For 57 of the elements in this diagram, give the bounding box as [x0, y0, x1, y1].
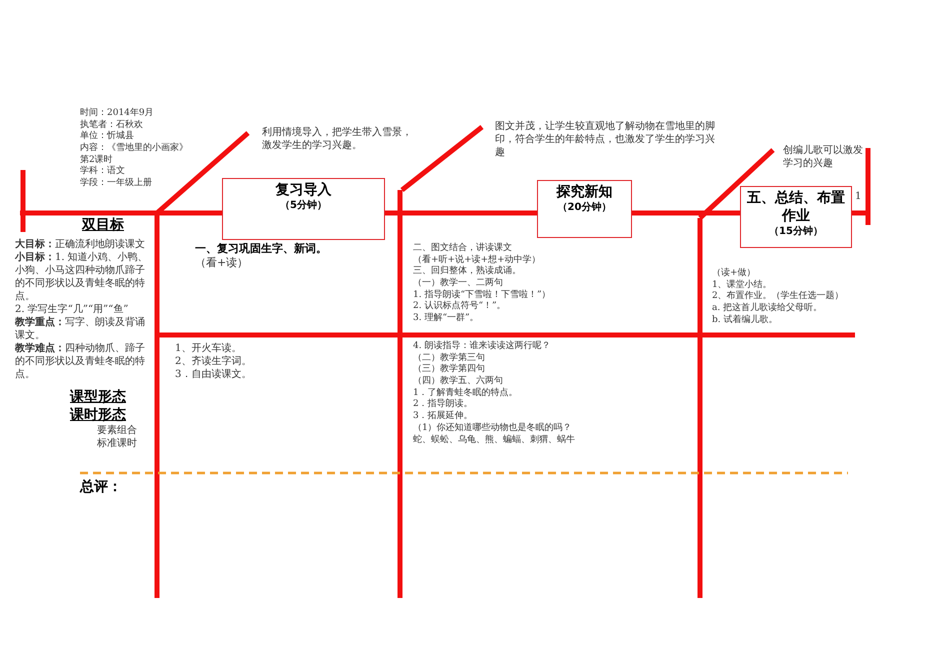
step-text: （看+听+说+读+想+动中学） — [413, 254, 542, 266]
step-text: a. 把这首儿歌读给父母听。 — [712, 303, 824, 314]
form-text: 要素组合 — [97, 424, 137, 437]
step-text: 2．指导朗读。 — [413, 399, 474, 410]
step-text: （四）教学五、六两句 — [413, 376, 504, 388]
goal-text: 教学难点：四种动物爪、蹄子的不同形状以及青蛙冬眠的特点。 — [15, 342, 146, 381]
heading: 课型形态 — [70, 388, 127, 406]
step-text: 2. 认识标点符号“！”。 — [413, 301, 507, 312]
info-line: 内容：《雪地里的小画家》 — [80, 143, 189, 154]
goal-text: 小目标：1. 知道小鸡、小鸭、小狗、小马这四种动物爪蹄子的不同形状以及青蛙冬眠的特点。 — [15, 251, 149, 303]
step-text: （读+做） — [712, 268, 757, 280]
info-line: 执笔者：石秋欢 — [80, 120, 144, 130]
info-line: 学科：语文 — [80, 166, 126, 178]
form-text: 标准课时 — [97, 437, 137, 450]
note-text: 利用情境导入，把学生带入雪景，激发学生的学习兴趣。 — [262, 126, 413, 152]
step-text: 二、图文结合，讲读课文 — [413, 243, 513, 254]
step-text: 3．自由读课文。 — [175, 368, 252, 381]
info-line: 单位：忻城县 — [80, 131, 135, 142]
goal-text: 2. 学写生字“几”“用”“鱼” — [15, 303, 130, 316]
stage-title: 五、总结、布置作业 — [746, 189, 846, 226]
step-text: 三、回归整体，熟读成诵。 — [413, 266, 522, 278]
step-text: 3. 理解“一群”。 — [413, 313, 480, 325]
duration-text: （15分钟） — [768, 225, 824, 238]
step-text: （二）教学第三句 — [413, 352, 486, 364]
step-text: 4. 朗读指导：谁来读读这两行呢？ — [413, 341, 552, 352]
step-text: 2、齐读生字词。 — [175, 355, 252, 368]
heading: 双目标 — [82, 216, 125, 234]
step-text: 2、布置作业。（学生任选一题） — [712, 291, 845, 302]
stage-box — [222, 178, 385, 240]
step-text: （一）教学一、二两句 — [413, 278, 504, 290]
step-text: 1、开火车读。 — [175, 342, 242, 355]
duration-text: （5分钟） — [279, 199, 328, 212]
stage-title: 探究新知 — [555, 183, 614, 202]
step-text: 1. 指导朗读“下雪啦！下雪啦！”） — [413, 290, 552, 300]
step-text: b. 试着编儿歌。 — [712, 314, 778, 326]
stage-title: 复习导入 — [274, 181, 332, 200]
heading: 课时形态 — [70, 406, 127, 424]
heading: 总评： — [80, 478, 123, 496]
goal-text: 大目标：正确流利地朗读课文 — [15, 238, 146, 251]
step-text: 1、课堂小结。 — [712, 280, 773, 290]
info-line: 第2课时 — [80, 154, 114, 166]
step-text: 3．拓展延伸。 — [413, 411, 474, 422]
step-text: （三）教学第四句 — [413, 364, 486, 376]
stage-box — [537, 180, 632, 238]
goal-text: 教学重点：写字、朗读及背诵课文。 — [15, 316, 146, 342]
note-text: 图文并茂，让学生较直观地了解动物在雪地里的脚印，符合学生的年龄特点，也激发了学生的学习兴趣 — [495, 120, 716, 159]
step-text: 蛇、蜈蚣、乌龟、熊、蝙蝠、刺猬、蜗牛 — [413, 434, 576, 446]
step-text: 1．了解青蛙冬眠的特点。 — [413, 388, 519, 398]
note-text: 1 — [855, 190, 862, 203]
stage-box — [740, 186, 852, 248]
step-text: 一、复习巩固生字、新词。 — [195, 242, 328, 256]
note-text: 创编儿歌可以激发学习的兴趣 — [783, 144, 864, 170]
info-line: 时间：2014年9月 — [80, 108, 155, 120]
info-line: 学段：一年级上册 — [80, 178, 153, 190]
step-text: （1）你还知道哪些动物也是冬眠的吗？ — [413, 422, 573, 434]
duration-text: （20分钟） — [556, 201, 612, 214]
step-text: （看+读） — [195, 256, 250, 271]
